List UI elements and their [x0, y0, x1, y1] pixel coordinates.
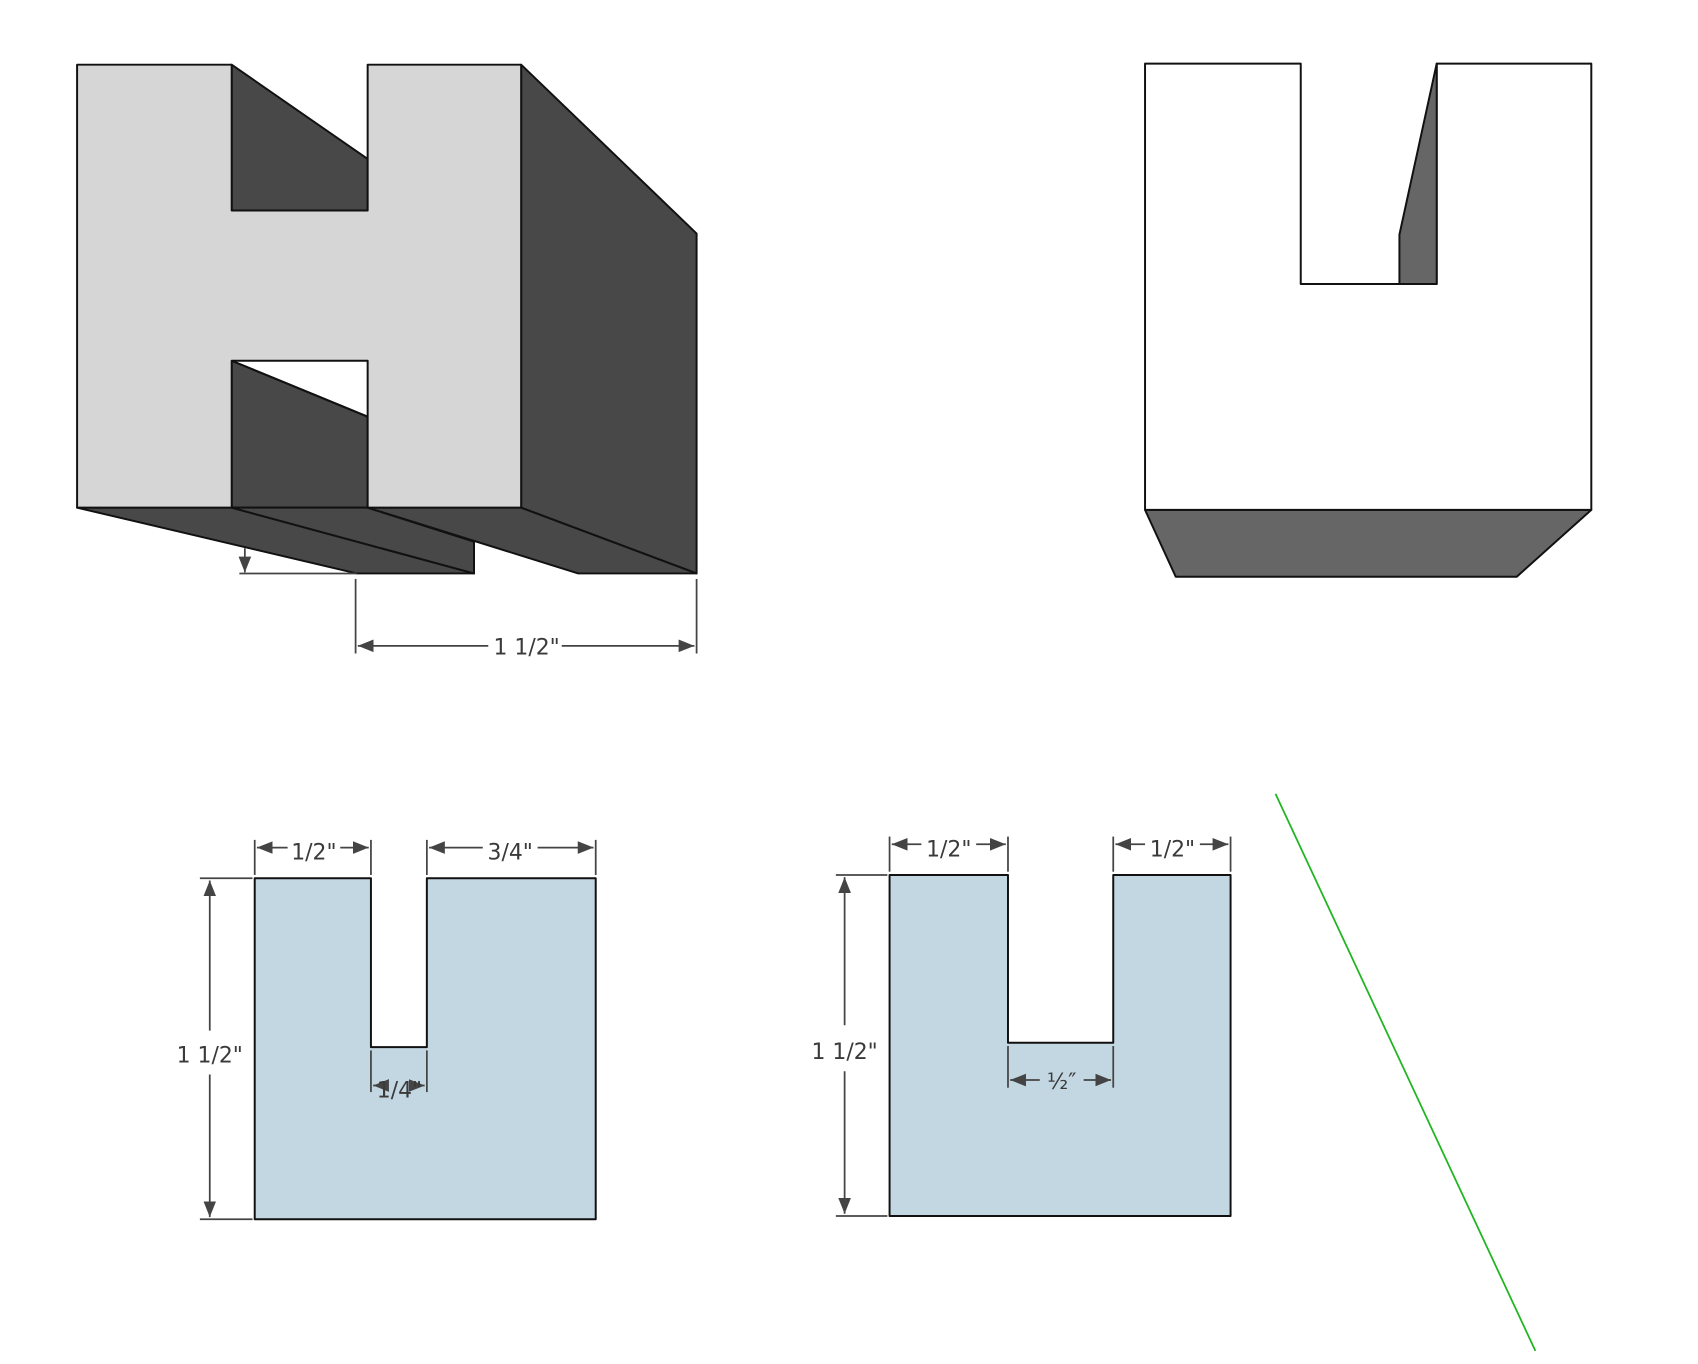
dim-left-label: 1/2" — [291, 841, 336, 866]
h-block-3d-view: 1 1/2" — [76, 63, 698, 661]
dim-slot-label: 1/4" — [377, 1079, 422, 1104]
u-block-front-view — [1144, 62, 1593, 578]
profile-b: 1/2" 1/2" ½″ 1 1/2" — [811, 836, 1232, 1217]
dim-height-label: 1 1/2" — [177, 1043, 243, 1068]
dim-left-label: 1/2" — [926, 837, 971, 862]
dim-right-label: 1/2" — [1150, 837, 1195, 862]
dim-right-label: 3/4" — [488, 841, 533, 866]
profile-a: 1/2" 3/4" 1/4" 1 1/2" — [177, 839, 597, 1221]
dim-height-label: 1 1/2" — [811, 1040, 877, 1065]
dim-slot-label: ½″ — [1047, 1070, 1076, 1095]
green-guide-line — [1274, 793, 1537, 1352]
dim-width-label: 1 1/2" — [494, 636, 560, 661]
